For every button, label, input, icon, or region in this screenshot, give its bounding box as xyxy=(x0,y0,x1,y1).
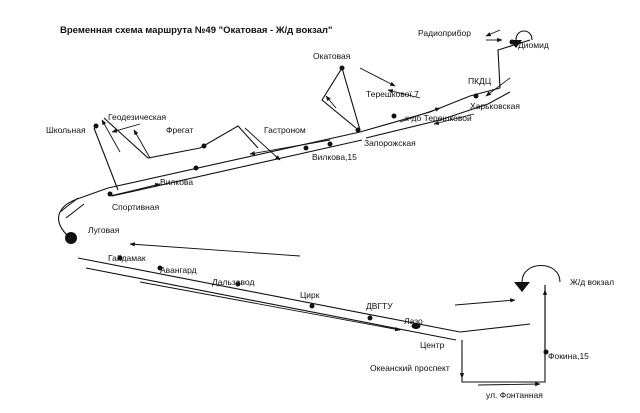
label-sportivnaya: Спортивная xyxy=(112,202,160,212)
label-vilkova15: Вилкова,15 xyxy=(312,152,357,162)
stop-dot-okatovaya xyxy=(339,65,345,71)
stop-dot-vilkova xyxy=(193,165,199,171)
stop-dot-gaydamak xyxy=(117,255,123,261)
stop-dot-fokina15 xyxy=(543,349,549,355)
label-ktr-tereshkovoy: к-до Терешковой xyxy=(405,113,472,123)
label-okeanskiy: Океанский проспект xyxy=(370,363,450,373)
label-gastronom: Гастроном xyxy=(264,125,306,135)
stop-dot-dalzavod xyxy=(235,281,241,287)
label-zhd-vokzal: Ж/д вокзал xyxy=(570,277,614,287)
label-gaydamak: Гайдамак xyxy=(108,253,146,263)
label-radiopribor: Радиоприбор xyxy=(418,28,471,38)
label-tereshkovoy7: Терешкової,7 xyxy=(366,89,419,99)
stop-dot-tsirk xyxy=(309,303,315,309)
label-tsirk: Цирк xyxy=(300,290,320,300)
stop-dot-ktr-tereshkovoy xyxy=(391,113,397,119)
stop-dot-avangard xyxy=(157,265,163,271)
label-zaporozhskaya: Запорожская xyxy=(364,138,416,148)
turnaround-diomid-icon xyxy=(515,30,533,41)
label-kharkovskaya: Харьковская xyxy=(470,101,520,111)
label-tsentr: Центр xyxy=(420,340,445,350)
stop-dot-sportivnaya xyxy=(107,191,113,197)
turnaround-vokzal-arrowhead-icon xyxy=(514,282,530,292)
label-diomid: Диомид xyxy=(518,40,549,50)
turnaround-vokzal-icon xyxy=(521,264,561,283)
label-lazo: Лазо xyxy=(404,316,423,326)
label-dalzavod: Дальзавод xyxy=(212,277,254,287)
route-lines xyxy=(58,39,546,383)
label-pkdts: ПКДЦ xyxy=(468,76,492,86)
direction-arrows xyxy=(101,29,548,387)
label-vilkova: Вилкова xyxy=(160,177,193,187)
stop-dot-kharkovskaya xyxy=(473,93,479,99)
stop-dot-gastronom xyxy=(303,145,309,151)
label-fregat: Фрегат xyxy=(166,125,193,135)
stop-labels: Радиоприбор Диомид Окатовая ПКДЦ Терешко… xyxy=(46,28,614,400)
label-dvgtu: ДВГТУ xyxy=(366,301,393,311)
label-fontannaya: ул. Фонтанная xyxy=(486,390,543,400)
stop-markers xyxy=(65,39,549,355)
stop-dot-dvgtu xyxy=(367,315,373,321)
label-okatovaya: Окатовая xyxy=(313,51,351,61)
label-fokina15: Фокина,15 xyxy=(548,351,589,361)
label-avangard: Авангард xyxy=(160,265,197,275)
stop-dot-lazo xyxy=(411,323,421,329)
terminal-stop-lugovaya xyxy=(65,232,77,244)
map-title: Временная схема маршрута №49 "Окатовая -… xyxy=(60,25,332,36)
label-geodezicheskaya: Геодезическая xyxy=(108,112,166,122)
stop-dot-diomid xyxy=(509,39,515,45)
stop-dot-shkolnaya xyxy=(93,123,99,129)
stop-dot-vilkova15 xyxy=(327,141,333,147)
label-shkolnaya: Школьная xyxy=(46,125,86,135)
label-lugovaya: Луговая xyxy=(88,225,120,235)
stop-dot-zaporozhskaya xyxy=(355,127,361,133)
stop-dot-fregat xyxy=(201,143,207,149)
